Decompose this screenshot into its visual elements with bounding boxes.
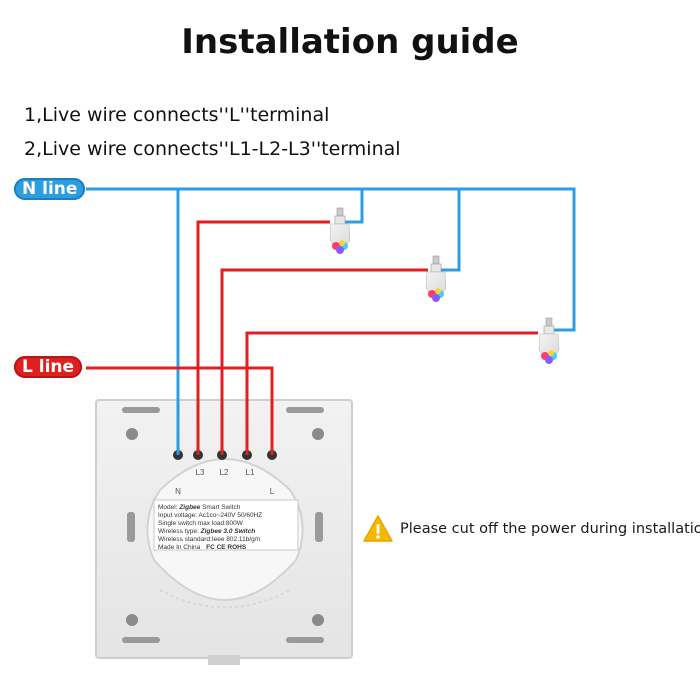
label-model-brand: Zigbee: [178, 504, 200, 511]
instruction-1: 1,Live wire connects''L''terminal: [24, 104, 330, 126]
l1-wire: [245, 331, 538, 455]
terminal-label-l1: L1: [246, 468, 255, 477]
label-made-in: Made In China: [158, 544, 201, 551]
label-wireless-standard: Wireless standard:Ieee 802.11b/g/n: [158, 536, 261, 543]
n-line-to-bulb-2: [438, 189, 461, 272]
rgb-bulb-icon: [425, 255, 447, 302]
terminal-label-l: L: [270, 487, 275, 496]
n-line-to-bulb-1: [340, 189, 364, 224]
instruction-2: 2,Live wire connects''L1-L2-L3''terminal: [24, 138, 401, 160]
label-wireless-type-prefix: Wireless type:: [158, 528, 199, 535]
label-max-load: Single switch max load:800W: [158, 520, 244, 527]
label-model-prefix: Model:: [158, 504, 178, 511]
terminal-label-l2: L2: [220, 468, 229, 477]
terminal-label-l3: L3: [196, 468, 205, 477]
label-marks: FC CE ROHS: [206, 544, 247, 551]
neutral-wiring: [86, 187, 576, 455]
rgb-bulb-icon: [538, 317, 560, 364]
label-input-voltage: Input voltage: Ac1co~240V 50/60HZ: [158, 512, 262, 519]
l-line-badge: L line: [14, 356, 83, 378]
warning-triangle-icon: [363, 515, 393, 542]
warning-text: Please cut off the power during installa…: [400, 521, 700, 537]
l-line-main: [86, 366, 274, 455]
terminal-label-n: N: [175, 487, 181, 496]
l2-wire: [220, 268, 428, 455]
n-line-badge: N line: [14, 178, 86, 200]
label-model-name: Smart Switch: [202, 504, 241, 511]
label-wireless-type-value: Zigbee 3.0 Switch: [200, 528, 256, 535]
svg-text:Wireless type: Zigbee 3.: Wireless type: Zigbee 3.0 Switch: [158, 528, 255, 535]
power-warning: Please cut off the power during installa…: [362, 514, 700, 544]
l3-wire: [196, 220, 330, 455]
rgb-bulb-icon: [329, 207, 351, 254]
live-wiring: [86, 220, 538, 455]
device-label: Model: Zigbee Smart Switch Input voltage…: [153, 499, 299, 551]
page-title: Installation guide: [181, 22, 519, 62]
n-line-main: [86, 187, 576, 332]
svg-text:Model: Zigbee Smar: Model: Zigbee Smart Switch: [158, 504, 241, 511]
svg-text:Made In China FC CE R: Made In China FC CE ROHS: [158, 544, 247, 551]
